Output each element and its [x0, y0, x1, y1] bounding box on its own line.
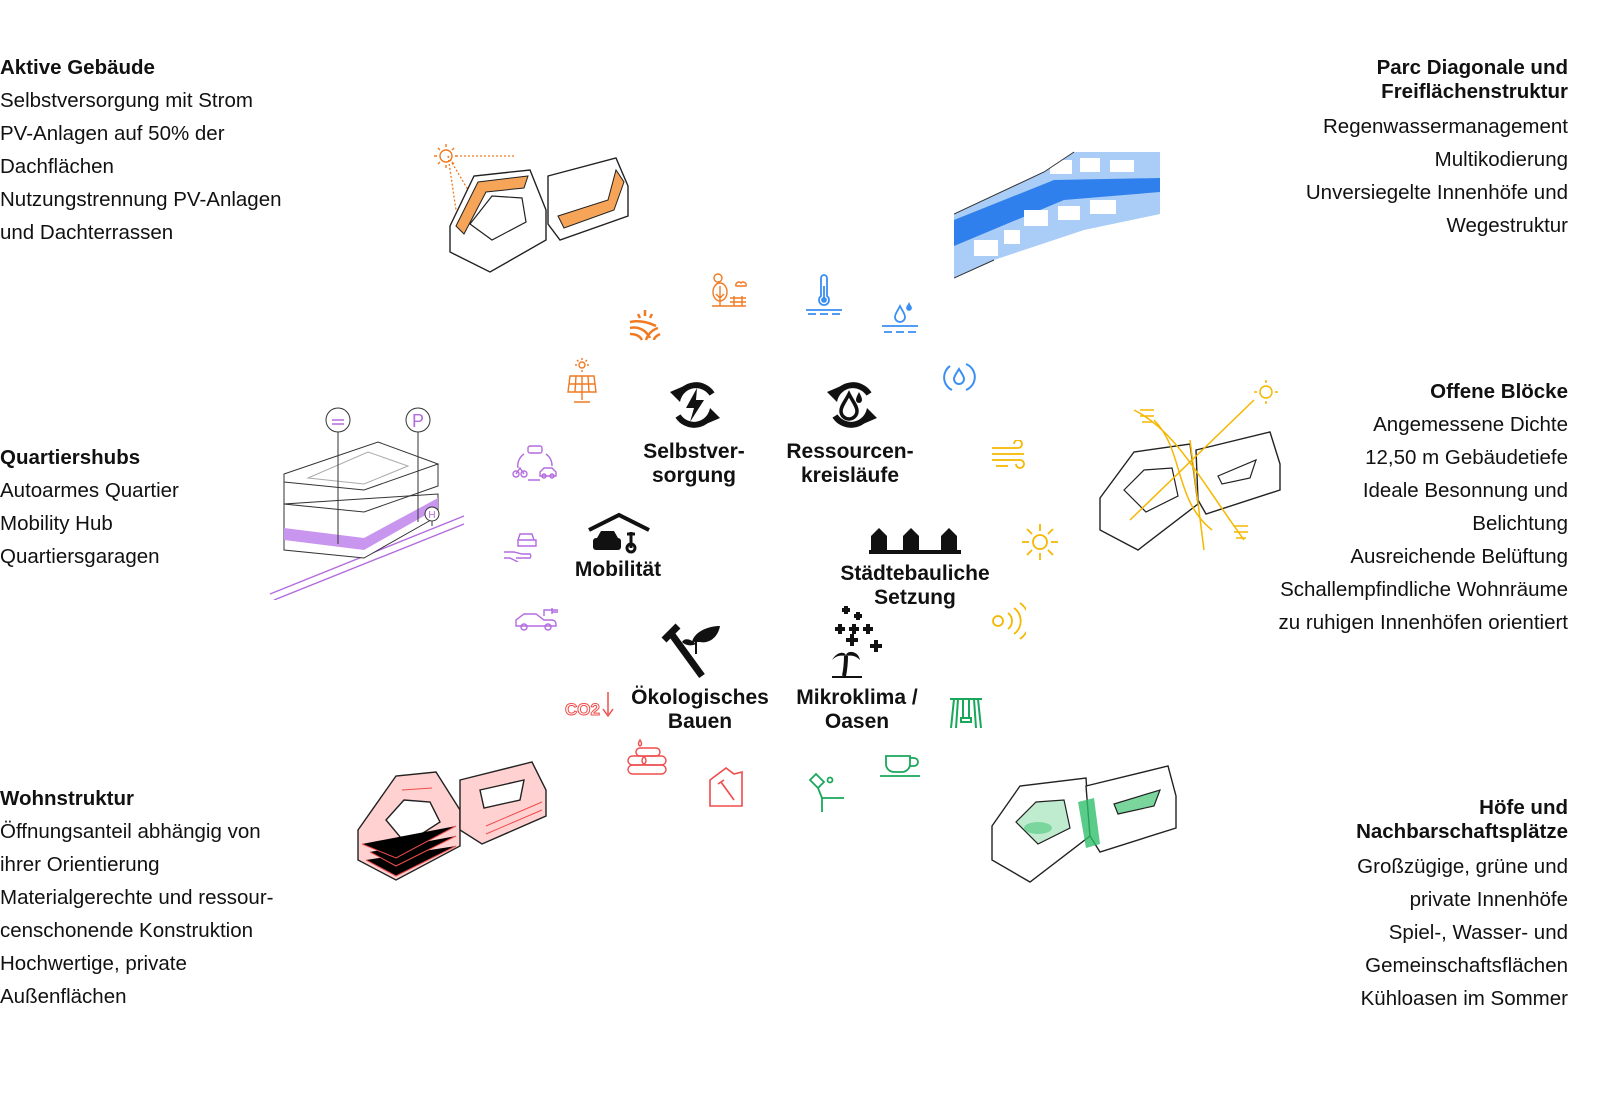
- heading: Offene Blöcke: [1430, 380, 1568, 403]
- line: Quartiersgaragen: [0, 545, 160, 568]
- water-drop-surface-icon: [880, 302, 920, 334]
- palm-sparkle-icon: [830, 604, 886, 680]
- offene-bloecke-buildings: [1094, 380, 1290, 556]
- line: ihrer Orientierung: [0, 853, 160, 876]
- sound-waves-icon: [990, 600, 1026, 642]
- wind-icon: [990, 440, 1030, 472]
- line: Kühloasen im Sommer: [1360, 987, 1568, 1010]
- label-line: kreisläufe: [800, 464, 900, 487]
- houses-icon: [869, 526, 961, 554]
- field-harvest-icon: [628, 308, 662, 342]
- line: zu ruhigen Innenhöfen orientiert: [1278, 611, 1568, 634]
- line: Angemessene Dichte: [1373, 413, 1568, 436]
- garage-mobility-icon: [587, 512, 651, 554]
- heading: Aktive Gebäude: [0, 56, 155, 79]
- water-play-icon: [806, 770, 848, 814]
- label-line: Ökologisches: [631, 686, 769, 709]
- line: Gemeinschaftsflächen: [1365, 954, 1568, 977]
- hoefe-buildings: [990, 762, 1180, 884]
- line: Selbstversorgung mit Strom: [0, 89, 253, 112]
- trees-park-icon: [710, 272, 750, 308]
- wohnstruktur-text: Wohnstruktur Öffnungsanteil abhängig von…: [0, 782, 273, 1013]
- heading-line: Freiflächenstruktur: [1381, 80, 1568, 103]
- wohnstruktur-buildings: [356, 760, 550, 884]
- label-line: Städtebauliche: [840, 562, 990, 585]
- label-line: Oasen: [824, 710, 890, 733]
- line: Autoarmes Quartier: [0, 479, 179, 502]
- line: Hochwertige, private: [0, 952, 187, 975]
- water-cycle-icon: [825, 378, 879, 432]
- line: PV-Anlagen auf 50% der: [0, 122, 225, 145]
- line: Materialgerechte und ressour-: [0, 886, 274, 909]
- label-selbstversorgung: Selbstver-sorgung: [620, 440, 768, 488]
- label-line: Mobilität: [574, 558, 662, 581]
- line: Multikodierung: [1434, 148, 1568, 171]
- car-sharing-hand-icon: [502, 530, 542, 562]
- heading-line: Nachbarschaftsplätze: [1356, 820, 1568, 843]
- label-line: Selbstver-: [643, 440, 745, 463]
- timber-logs-icon: [626, 738, 668, 776]
- parc-diagonale-map: [954, 150, 1162, 282]
- line: Regenwassermanagement: [1323, 115, 1568, 138]
- line: Großzügige, grüne und: [1357, 855, 1568, 878]
- thermometer-icon: [804, 274, 844, 316]
- heading-line: Höfe und: [1479, 796, 1568, 819]
- parking-sign: P: [412, 411, 424, 431]
- heading-line: Parc Diagonale und: [1376, 56, 1568, 79]
- hammer-sprout-icon: [656, 614, 722, 680]
- line: Wegestruktur: [1446, 214, 1568, 237]
- aktive-gebaeude-buildings: [430, 140, 640, 276]
- offene-bloecke-text: Offene Blöcke Angemessene Dichte 12,50 m…: [1279, 375, 1568, 639]
- co2-reduction-icon: CO2: [564, 690, 614, 720]
- line: Belichtung: [1472, 512, 1568, 535]
- label-line: Bauen: [667, 710, 733, 733]
- line: Schallempfindliche Wohnräume: [1280, 578, 1568, 601]
- line: Ausreichende Belüftung: [1350, 545, 1568, 568]
- sharing-mobility-icon: [510, 444, 560, 484]
- label-ressourcenkreislaeufe: Ressourcen-kreisläufe: [775, 440, 925, 488]
- line: Außenflächen: [0, 985, 127, 1008]
- line: private Innenhöfe: [1409, 888, 1568, 911]
- sun-icon: [1020, 522, 1060, 562]
- swing-icon: [948, 696, 984, 730]
- line: Spiel-, Wasser- und: [1388, 921, 1568, 944]
- line: censchonende Konstruktion: [0, 919, 254, 942]
- line: Unversiegelte Innenhöfe und: [1305, 181, 1568, 204]
- line: Mobility Hub: [0, 512, 113, 535]
- line: Ideale Besonnung und: [1362, 479, 1568, 502]
- line: und Dachterrassen: [0, 221, 174, 244]
- heading: Quartiershubs: [0, 446, 141, 469]
- label-mobilitaet: Mobilität: [558, 558, 678, 582]
- line: 12,50 m Gebäudetiefe: [1365, 446, 1568, 469]
- electric-car-icon: [514, 606, 560, 634]
- wood-house-hammer-icon: [708, 766, 744, 808]
- co2-text: CO2: [565, 700, 600, 719]
- label-line: Setzung: [874, 586, 956, 609]
- solar-panel-icon: [566, 358, 598, 406]
- quartiershubs-text: Quartiershubs Autoarmes Quartier Mobilit…: [0, 441, 179, 573]
- line: Nutzungstrennung PV-Anlagen: [0, 188, 282, 211]
- label-line: Ressourcen-: [786, 440, 914, 463]
- stop-sign: H: [428, 510, 435, 521]
- water-circle-icon: [942, 360, 976, 394]
- aktive-gebaeude-text: Aktive Gebäude Selbstversorgung mit Stro…: [0, 51, 282, 249]
- line: Öffnungsanteil abhängig von: [0, 820, 261, 843]
- energy-cycle-icon: [668, 378, 722, 432]
- label-mikroklima-oasen: Mikroklima /Oasen: [782, 686, 932, 734]
- label-line: sorgung: [652, 464, 736, 487]
- label-line: Mikroklima /: [796, 686, 918, 709]
- coffee-cup-icon: [878, 752, 922, 778]
- heading: Wohnstruktur: [0, 787, 135, 810]
- line: Dachflächen: [0, 155, 114, 178]
